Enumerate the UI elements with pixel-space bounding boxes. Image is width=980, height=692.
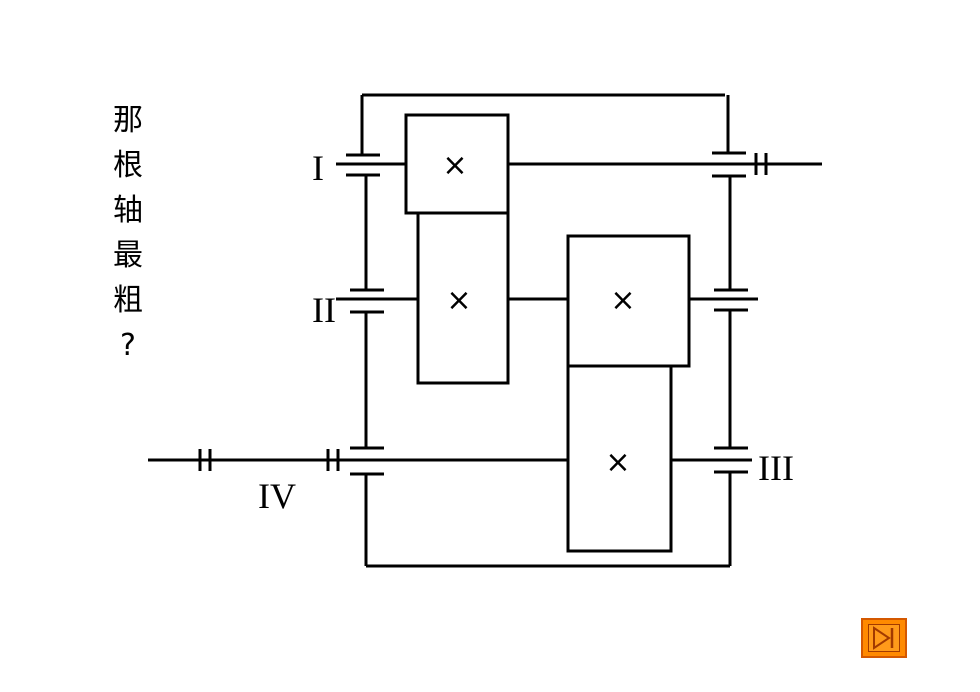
bearing-III	[714, 446, 748, 474]
gear-III	[566, 364, 673, 553]
question-char: 粗	[113, 283, 143, 318]
coupling-I-right	[754, 153, 768, 175]
bearing-II-right	[714, 288, 748, 312]
question-char: 那	[113, 103, 143, 138]
coupling-IV-mid	[326, 449, 340, 471]
bearing-IV	[350, 446, 384, 476]
shaft-label-IV: IV	[258, 476, 296, 516]
question-char: ?	[120, 328, 136, 363]
play-next-icon	[868, 624, 900, 652]
gear-I-mark: ×	[442, 148, 467, 183]
bearing-II-left	[350, 288, 384, 314]
shaft-label-I: I	[312, 148, 324, 188]
gear-II-left	[416, 211, 510, 385]
next-slide-button[interactable]	[861, 618, 907, 658]
gear-II-left-mark: ×	[446, 283, 471, 318]
gear-III-mark: ×	[605, 445, 630, 480]
question-text: 那 根 轴 最 粗 ?	[108, 98, 148, 368]
shaft-label-III: III	[758, 448, 794, 488]
question-char: 根	[113, 148, 143, 183]
shaft-label-II: II	[312, 290, 336, 330]
bearing-I-left	[346, 153, 380, 177]
gear-II-right-mark: ×	[610, 283, 635, 318]
coupling-IV-left	[198, 449, 212, 471]
question-char: 最	[113, 238, 143, 273]
question-char: 轴	[113, 193, 143, 228]
bearing-I-right	[712, 151, 746, 178]
